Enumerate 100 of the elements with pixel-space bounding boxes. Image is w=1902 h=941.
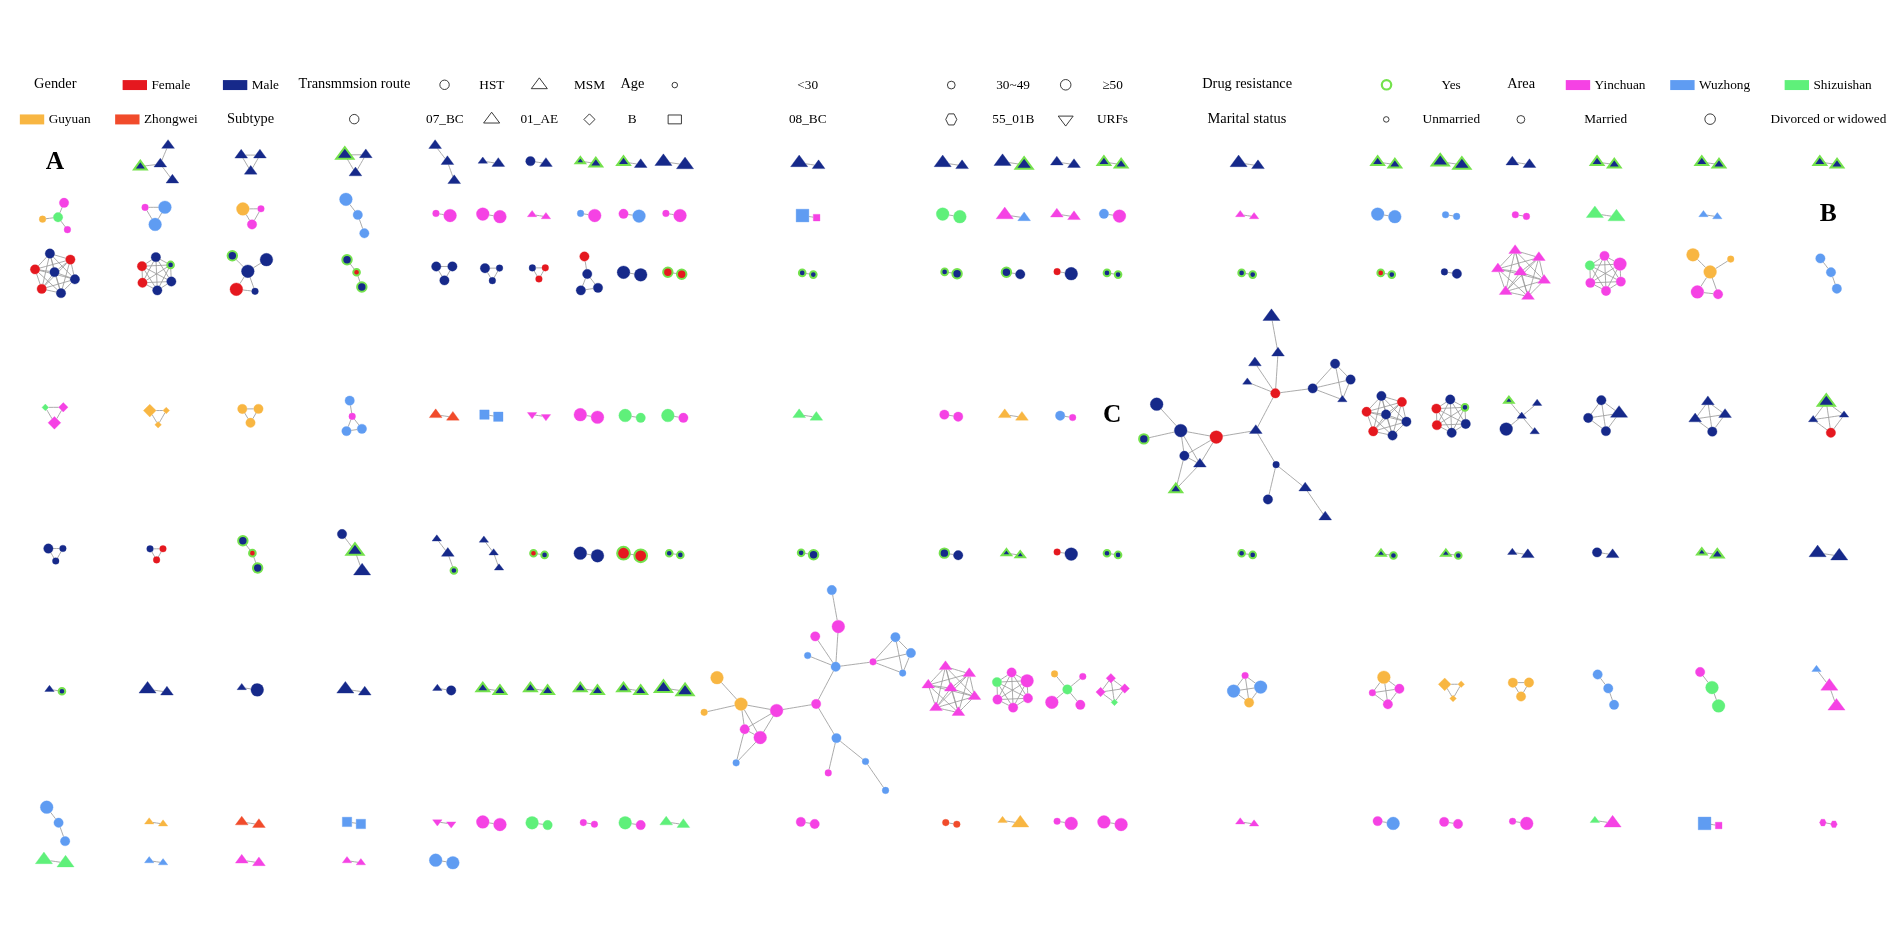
node-circle: [241, 264, 255, 278]
node-square: [1698, 816, 1712, 830]
connector: [1711, 403, 1723, 413]
connector: [1384, 398, 1404, 419]
node-circle: [1826, 427, 1836, 438]
node-circle: [52, 557, 60, 565]
connector: [999, 675, 1010, 696]
node-circle: [341, 425, 352, 436]
connector: [805, 272, 811, 274]
node-circle: [1690, 284, 1704, 298]
node-circle: [493, 817, 507, 831]
connector: [1186, 430, 1211, 436]
node-triangle: [997, 815, 1008, 823]
connector: [1591, 419, 1603, 429]
node-circle: [60, 835, 70, 846]
node-triangle: [1249, 819, 1259, 826]
node-diamond: [162, 406, 170, 414]
connector: [52, 256, 72, 276]
node-circle: [940, 267, 949, 276]
node-triangle: [1298, 481, 1312, 491]
node-circle: [1383, 698, 1393, 709]
node-circle: [359, 227, 370, 238]
connector: [353, 418, 360, 425]
connector: [669, 161, 681, 164]
node-circle: [1330, 358, 1340, 369]
node-triangle: [1808, 414, 1819, 422]
connector: [948, 668, 973, 694]
node-square: [479, 409, 490, 419]
connector: [1009, 414, 1019, 417]
connector: [1436, 412, 1438, 421]
node-triangle: [1588, 154, 1606, 166]
connector: [151, 550, 156, 557]
connector: [1271, 319, 1278, 349]
connector: [738, 741, 757, 761]
node-triangle: [1605, 156, 1623, 168]
node-circle: [1345, 374, 1356, 384]
node-circle: [1237, 548, 1246, 558]
connector: [1593, 257, 1601, 263]
node-circle: [30, 264, 40, 274]
connector: [488, 822, 495, 824]
node-square: [1715, 821, 1723, 829]
node-circle: [431, 261, 442, 271]
node-circle: [1053, 817, 1061, 825]
connector: [584, 260, 587, 270]
connector: [1515, 820, 1521, 823]
node-triangle: [792, 408, 806, 418]
legend-label: <30: [797, 76, 819, 91]
connector: [932, 684, 948, 688]
connector: [493, 554, 499, 565]
connector: [584, 688, 594, 691]
legend-label: B: [627, 110, 637, 126]
connector: [487, 688, 497, 691]
node-circle: [1460, 418, 1471, 429]
connector: [1696, 403, 1707, 416]
node-circle: [739, 723, 750, 734]
connector: [1448, 821, 1454, 824]
connector: [1343, 383, 1350, 397]
node-circle: [1592, 669, 1603, 679]
label: Area: [1507, 74, 1536, 91]
node-circle: [1113, 269, 1123, 279]
node-circle: [824, 768, 832, 776]
connector: [440, 414, 450, 417]
node-triangle: [951, 706, 965, 716]
connector: [1390, 691, 1397, 701]
node-triangle: [1815, 391, 1837, 407]
node-circle: [992, 676, 1002, 687]
connector: [817, 670, 834, 700]
node-triangle: [676, 818, 690, 828]
connector: [158, 411, 166, 423]
node-circle: [1511, 210, 1519, 218]
connector: [1600, 677, 1606, 685]
connector: [145, 258, 153, 264]
connector: [146, 280, 167, 283]
connector: [48, 406, 59, 408]
node-circle: [1453, 212, 1461, 220]
node-circle: [146, 544, 154, 552]
node-triangle: [541, 211, 551, 219]
connector: [1070, 677, 1081, 687]
connector: [930, 668, 943, 683]
node-triangle: [253, 148, 267, 158]
connector: [1515, 551, 1525, 554]
node-circle: [1453, 550, 1463, 560]
node-circle: [1522, 212, 1530, 220]
connector: [1402, 405, 1406, 417]
connector: [487, 271, 491, 278]
connector: [1188, 457, 1198, 463]
connector: [1589, 269, 1591, 279]
node-circle: [1583, 412, 1594, 423]
connector: [1590, 403, 1599, 414]
node-circle: [732, 758, 740, 766]
connector: [64, 281, 72, 290]
connector: [44, 262, 68, 286]
connector: [152, 860, 161, 863]
connector: [931, 674, 965, 684]
node-circle: [1376, 268, 1386, 277]
legend-label: MSM: [573, 76, 605, 91]
connector: [350, 404, 353, 413]
connector: [1698, 414, 1721, 419]
node-triangle: [356, 857, 366, 865]
node-circle: [635, 819, 646, 830]
